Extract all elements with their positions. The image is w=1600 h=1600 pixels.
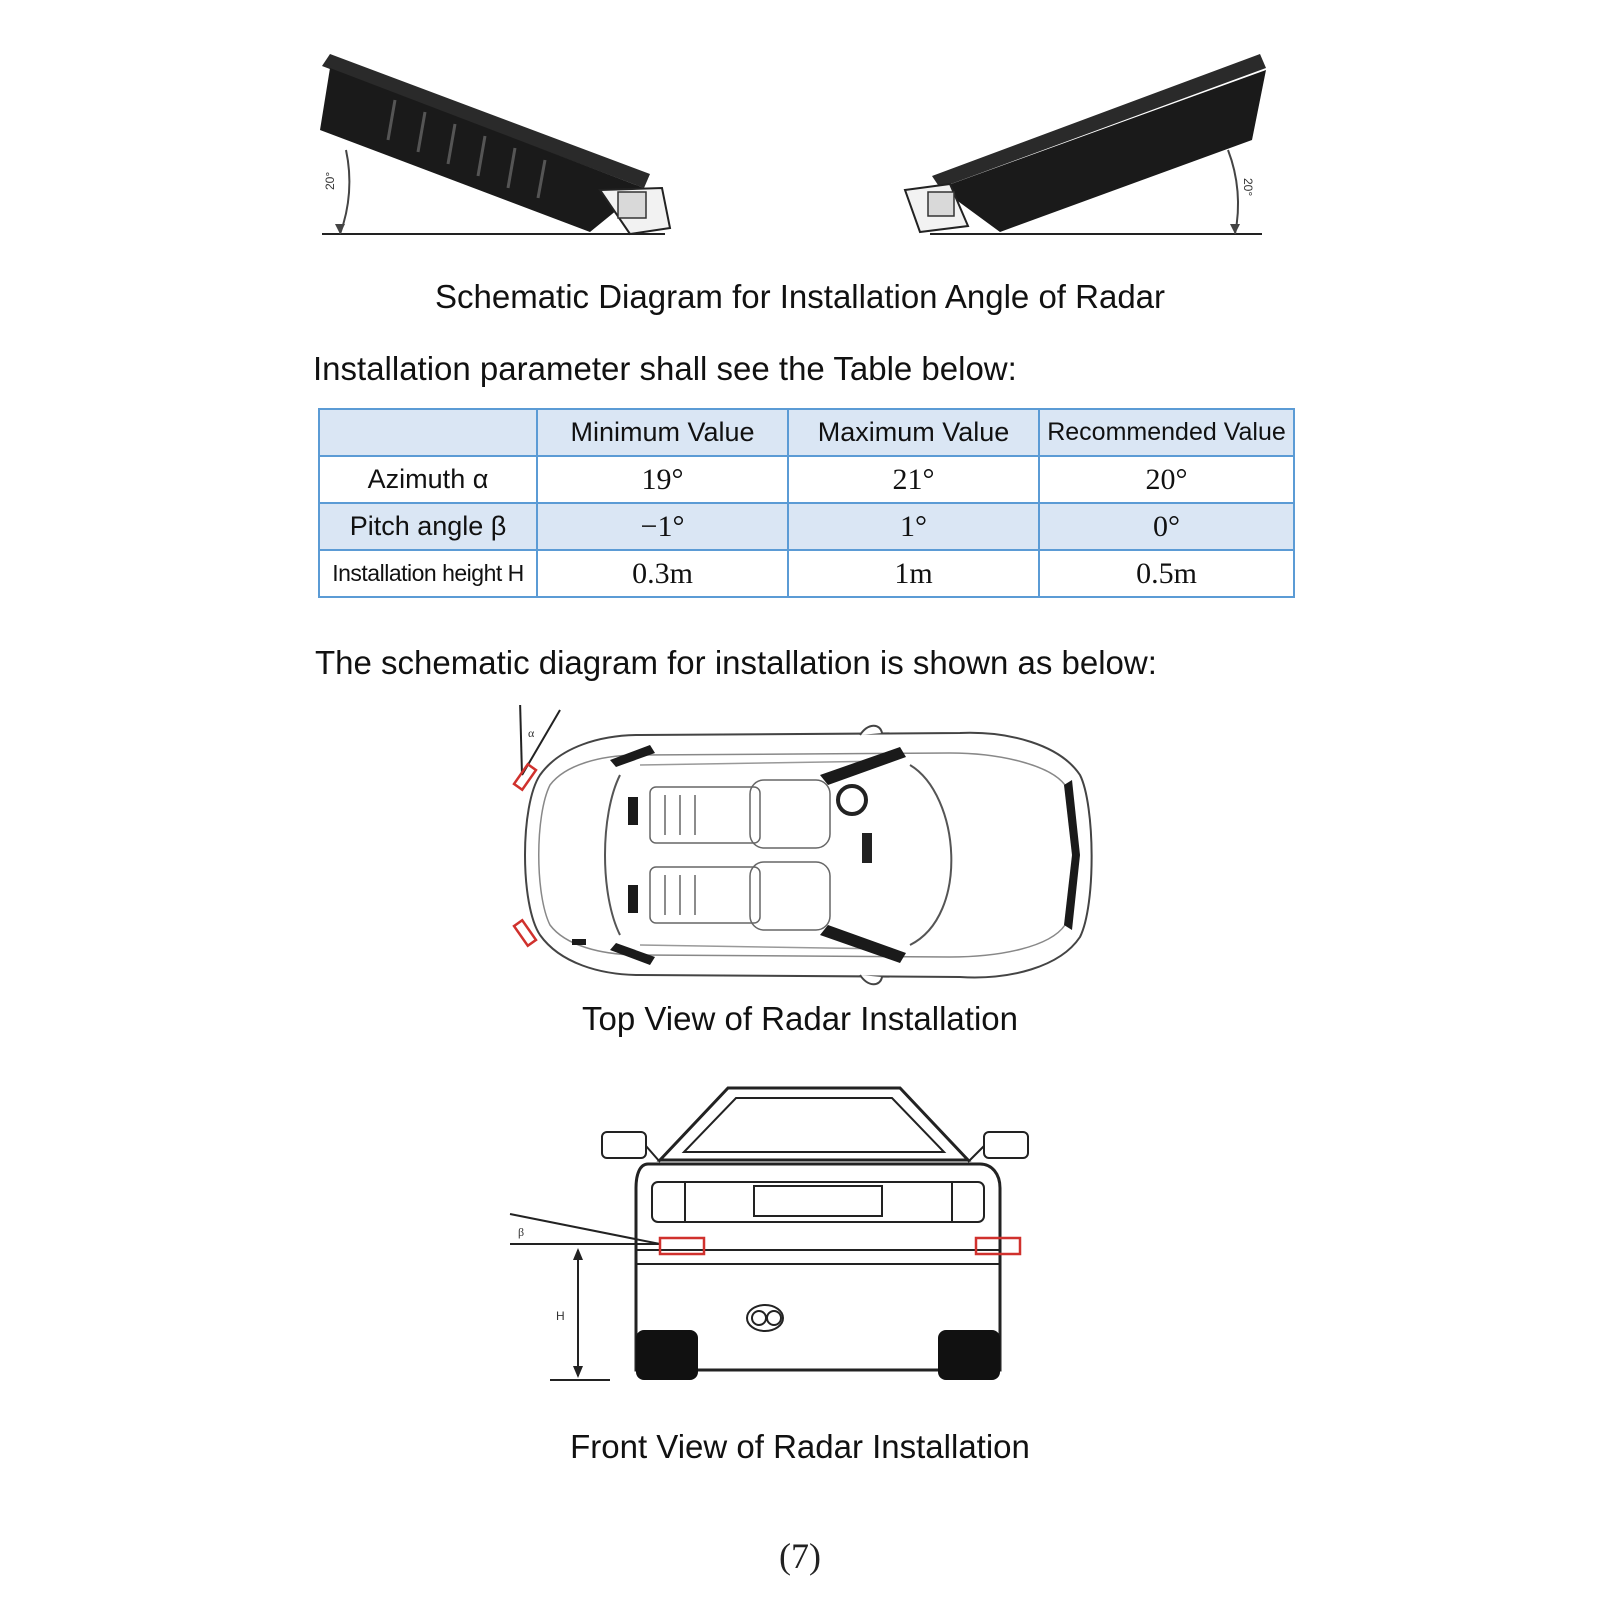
rear-left-radar-marker <box>512 762 538 792</box>
rear-left-radar-marker <box>658 1236 706 1256</box>
row-label-azimuth: Azimuth α <box>318 455 538 504</box>
pitch-recommended: 0° <box>1038 502 1295 551</box>
row-label-pitch: Pitch angle β <box>318 502 538 551</box>
radar-angle-caption: Schematic Diagram for Installation Angle… <box>434 278 1166 315</box>
table-row: Pitch angle β −1° 1° 0° <box>318 502 1295 551</box>
top-view-figure: α <box>512 705 1093 986</box>
azimuth-max: 21° <box>787 455 1040 504</box>
rear-right-radar-marker <box>512 918 538 948</box>
intro-text: Installation parameter shall see the Tab… <box>313 350 1017 387</box>
pitch-max: 1° <box>787 502 1040 551</box>
height-max: 1m <box>787 549 1040 598</box>
left-radar-device: 20° <box>320 54 672 236</box>
front-view-caption: Front View of Radar Installation <box>570 1428 1030 1465</box>
right-radar-device: 20° <box>903 54 1266 235</box>
table-header-row: Minimum Value Maximum Value Recommended … <box>318 408 1295 457</box>
page-number: (7) <box>779 1536 821 1576</box>
azimuth-min: 19° <box>536 455 789 504</box>
height-recommended: 0.5m <box>1038 549 1295 598</box>
front-view-height-label: H <box>556 1309 565 1323</box>
rear-right-radar-marker <box>974 1236 1022 1256</box>
front-view-figure: β H <box>509 1086 1029 1381</box>
installation-parameter-table: Minimum Value Maximum Value Recommended … <box>318 408 1295 598</box>
table-header-min: Minimum Value <box>536 408 789 457</box>
right-angle-label: 20° <box>1241 178 1255 196</box>
left-angle-label: 20° <box>323 172 337 190</box>
azimuth-recommended: 20° <box>1038 455 1295 504</box>
front-view-beta-label: β <box>518 1225 524 1239</box>
top-view-caption: Top View of Radar Installation <box>582 1000 1018 1037</box>
table-header-blank <box>318 408 538 457</box>
radar-angle-figure: 20° 20° <box>320 54 1266 236</box>
pitch-min: −1° <box>536 502 789 551</box>
table-header-recommended: Recommended Value <box>1038 408 1295 457</box>
height-min: 0.3m <box>536 549 789 598</box>
diagram-intro-text: The schematic diagram for installation i… <box>315 644 1157 681</box>
table-header-max: Maximum Value <box>787 408 1040 457</box>
row-label-height: Installation height H <box>318 549 538 598</box>
table-row: Azimuth α 19° 21° 20° <box>318 455 1295 504</box>
table-row: Installation height H 0.3m 1m 0.5m <box>318 549 1295 598</box>
top-view-alpha-label: α <box>528 726 535 740</box>
